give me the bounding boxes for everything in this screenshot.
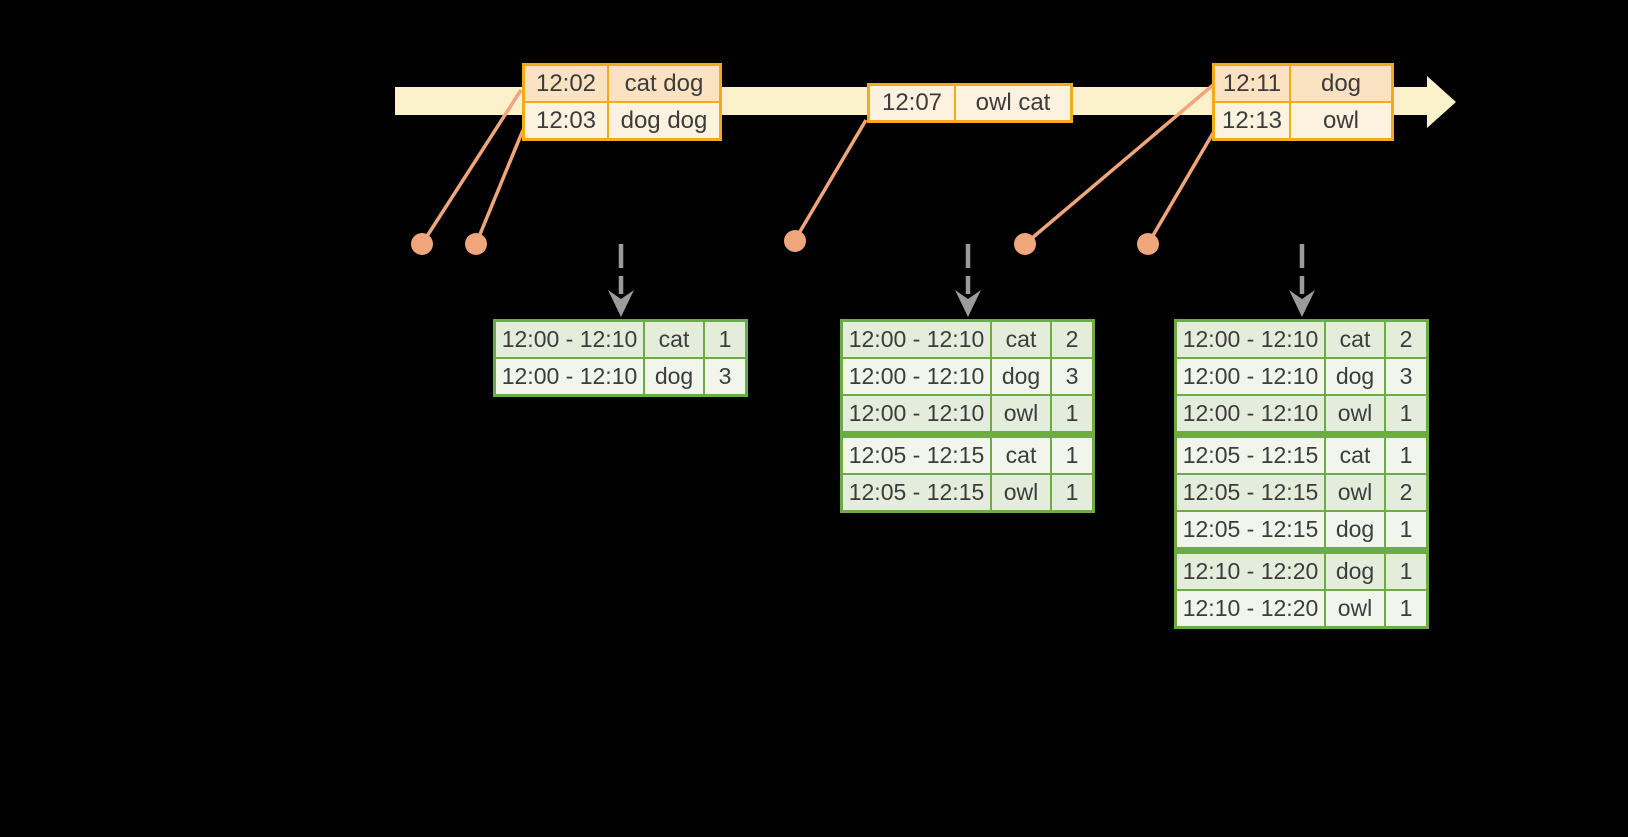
table-cell: 1 bbox=[1386, 438, 1426, 473]
table-cell: dog bbox=[992, 359, 1050, 394]
table-cell: 12:00 - 12:10 bbox=[496, 359, 643, 394]
table-cell: 1 bbox=[1386, 554, 1426, 589]
table-cell: 12:00 - 12:10 bbox=[843, 322, 990, 357]
table-cell: 12:00 - 12:10 bbox=[843, 359, 990, 394]
table-cell: cat bbox=[645, 322, 703, 357]
table-cell: 3 bbox=[705, 359, 745, 394]
table-cell: 12:07 bbox=[870, 86, 954, 120]
table-cell: 1 bbox=[1052, 438, 1092, 473]
event-time-dot bbox=[411, 233, 433, 255]
table-cell: 3 bbox=[1052, 359, 1092, 394]
event-connector-line bbox=[1023, 83, 1215, 246]
table-cell: dog dog bbox=[609, 103, 719, 138]
arrow-down-icon bbox=[1289, 290, 1315, 317]
table-cell: dog bbox=[1291, 66, 1391, 101]
table-cell: 12:00 - 12:10 bbox=[496, 322, 643, 357]
table-cell: cat dog bbox=[609, 66, 719, 101]
table-cell: owl cat bbox=[956, 86, 1070, 120]
table-cell: 1 bbox=[705, 322, 745, 357]
table-cell: 12:00 - 12:10 bbox=[1177, 322, 1324, 357]
table-cell: owl bbox=[1326, 591, 1384, 626]
table-cell: owl bbox=[992, 396, 1050, 431]
table-cell: dog bbox=[1326, 512, 1384, 547]
table-cell: owl bbox=[1326, 475, 1384, 510]
table-cell: 12:10 - 12:20 bbox=[1177, 554, 1324, 589]
event-time-dot bbox=[784, 230, 806, 252]
table-cell: dog bbox=[645, 359, 703, 394]
event-time-dot bbox=[1137, 233, 1159, 255]
table-cell: 12:11 bbox=[1215, 66, 1289, 101]
table-cell: 2 bbox=[1386, 322, 1426, 357]
table-cell: cat bbox=[1326, 322, 1384, 357]
table-cell: owl bbox=[1326, 396, 1384, 431]
table-cell: 12:05 - 12:15 bbox=[843, 475, 990, 510]
table-cell: 1 bbox=[1386, 591, 1426, 626]
table-cell: 12:02 bbox=[525, 66, 607, 101]
table-cell: 1 bbox=[1386, 512, 1426, 547]
table-cell: 12:00 - 12:10 bbox=[1177, 396, 1324, 431]
table-cell: 12:03 bbox=[525, 103, 607, 138]
event-connector-line bbox=[420, 89, 523, 245]
event-time-dot bbox=[465, 233, 487, 255]
table-cell: 1 bbox=[1052, 475, 1092, 510]
arrow-down-icon bbox=[608, 290, 634, 317]
table-cell: cat bbox=[992, 322, 1050, 357]
table-cell: 12:05 - 12:15 bbox=[1177, 512, 1324, 547]
table-cell: 12:05 - 12:15 bbox=[1177, 475, 1324, 510]
table-cell: 1 bbox=[1386, 396, 1426, 431]
event-connector-line bbox=[474, 129, 525, 245]
table-cell: cat bbox=[1326, 438, 1384, 473]
table-cell: owl bbox=[992, 475, 1050, 510]
event-connector-line bbox=[793, 119, 868, 241]
table-cell: 3 bbox=[1386, 359, 1426, 394]
table-cell: 2 bbox=[1052, 322, 1092, 357]
table-cell: 12:05 - 12:15 bbox=[1177, 438, 1324, 473]
table-cell: 1 bbox=[1052, 396, 1092, 431]
table-cell: dog bbox=[1326, 554, 1384, 589]
table-cell: cat bbox=[992, 438, 1050, 473]
event-connector-line bbox=[1146, 127, 1218, 245]
arrow-down-icon bbox=[955, 290, 981, 317]
event-time-dot bbox=[1014, 233, 1036, 255]
table-cell: 12:00 - 12:10 bbox=[1177, 359, 1324, 394]
table-cell: 12:10 - 12:20 bbox=[1177, 591, 1324, 626]
table-cell: dog bbox=[1326, 359, 1384, 394]
table-cell: 12:05 - 12:15 bbox=[843, 438, 990, 473]
table-cell: 12:13 bbox=[1215, 103, 1289, 138]
table-cell: 2 bbox=[1386, 475, 1426, 510]
timeline-arrowhead-icon bbox=[1427, 76, 1456, 128]
table-cell: owl bbox=[1291, 103, 1391, 138]
table-cell: 12:00 - 12:10 bbox=[843, 396, 990, 431]
